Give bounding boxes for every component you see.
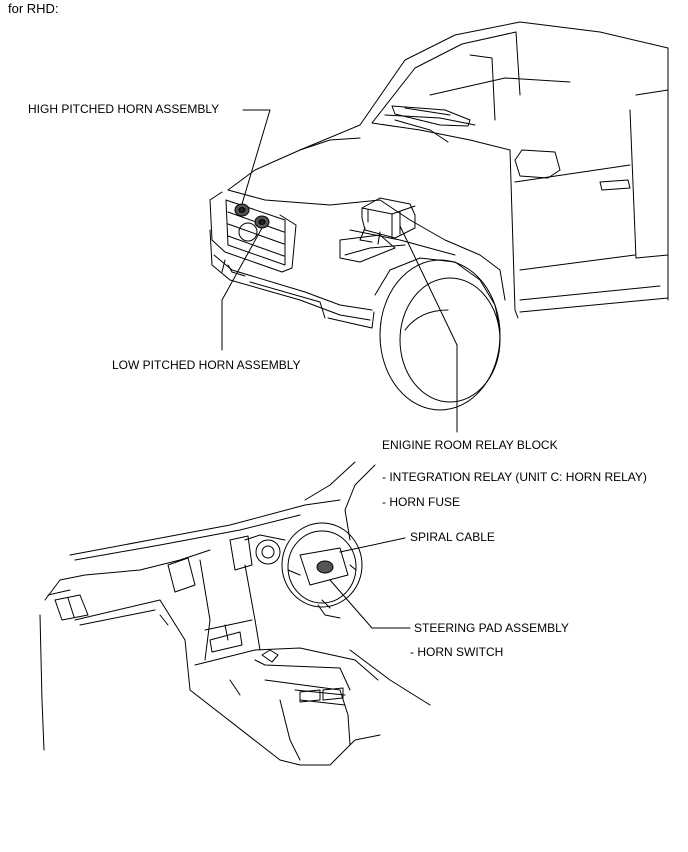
horn-switch-label: - HORN SWITCH	[410, 645, 504, 659]
leader-lines-exterior	[221, 109, 458, 433]
engine-room-relay-block-label: ENIGINE ROOM RELAY BLOCK	[382, 438, 558, 452]
spiral-cable-label: SPIRAL CABLE	[410, 530, 495, 544]
vehicle-exterior-drawing	[209, 21, 669, 411]
page-title: for RHD:	[8, 1, 59, 16]
leader-lines-interior	[329, 537, 411, 629]
integration-relay-label: - INTEGRATION RELAY (UNIT C: HORN RELAY)	[382, 470, 647, 484]
vehicle-interior-drawing	[39, 461, 431, 766]
low-pitched-horn-label: LOW PITCHED HORN ASSEMBLY	[112, 358, 301, 372]
high-pitched-horn-label: HIGH PITCHED HORN ASSEMBLY	[28, 102, 220, 116]
horn-fuse-label: - HORN FUSE	[382, 495, 460, 509]
steering-pad-assembly-label: STEERING PAD ASSEMBLY	[414, 621, 569, 635]
